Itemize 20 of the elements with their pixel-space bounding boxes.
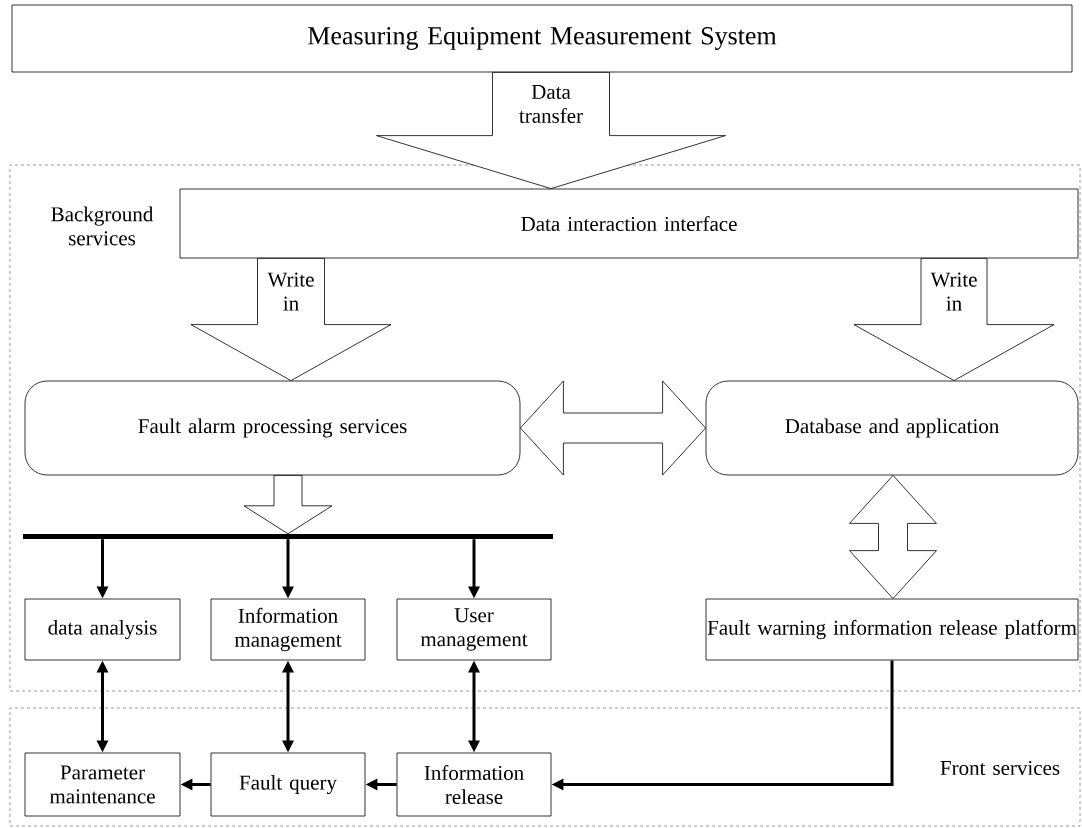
title-box: Measuring Equipment Measurement System [11,4,1073,73]
process-box: Information management [210,598,366,661]
bus-bar [23,534,553,539]
process-box: User management [396,598,552,661]
block-arrow [849,475,937,599]
process-box: Fault query [210,752,366,817]
region-label: Background services [51,206,154,246]
rounded-box: Database and application [705,380,1079,476]
process-box: Fault warning information release platform [705,598,1079,661]
region-label: Front services [940,760,1060,776]
block-arrow [520,380,706,476]
edge-label: Write in [259,271,323,312]
process-box: Parameter maintenance [24,752,181,817]
edge-label: Write in [923,271,985,312]
process-box: Information release [396,752,552,817]
rounded-box: Fault alarm processing services [24,380,521,476]
block-arrow [243,475,333,535]
process-box: Data interaction interface [179,188,1079,259]
process-box: data analysis [24,598,181,661]
edge-label: Data transfer [505,84,597,124]
